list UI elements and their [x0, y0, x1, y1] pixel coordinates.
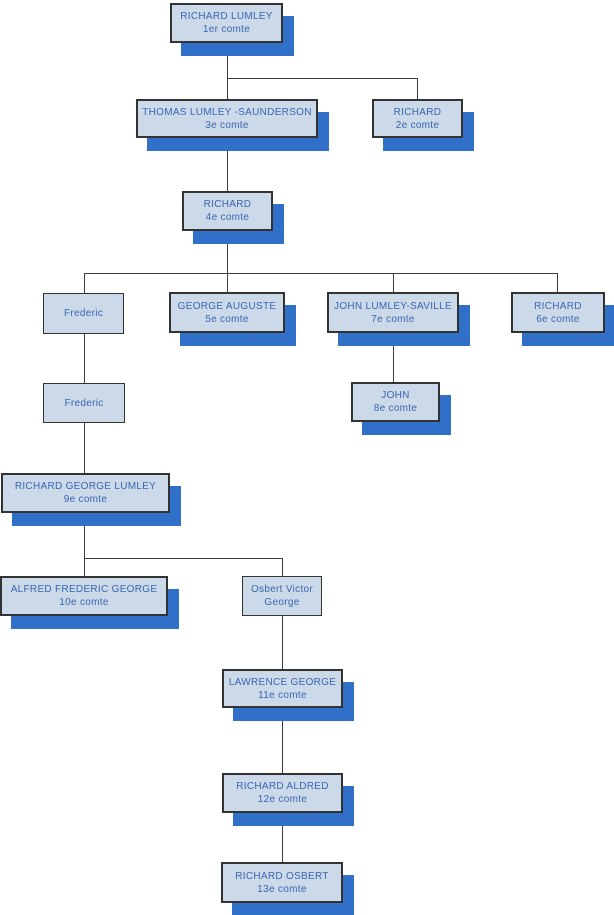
- node-richard-4e-comte[interactable]: RICHARD 4e comte: [182, 191, 273, 231]
- connector-line: [227, 273, 228, 292]
- node-name: GEORGE AUGUSTE: [177, 300, 277, 312]
- connector-line: [84, 558, 283, 559]
- node-name: RICHARD: [203, 199, 252, 210]
- connector-line: [557, 273, 558, 292]
- node-thomas-lumley-saunderson-3e-comte[interactable]: THOMAS LUMLEY -SAUNDERSON 3e comte: [136, 99, 318, 138]
- connector-line: [84, 273, 558, 274]
- node-name: THOMAS LUMLEY -SAUNDERSON: [142, 106, 312, 118]
- node-name: ALFRED FREDERIC GEORGE: [10, 584, 158, 595]
- connector-line: [227, 78, 228, 99]
- node-title: 7e comte: [371, 313, 415, 325]
- connector-line: [84, 423, 85, 473]
- node-title: 12e comte: [257, 794, 308, 805]
- connector-line: [282, 558, 283, 576]
- node-alfred-frederic-george-10e-comte[interactable]: ALFRED FREDERIC GEORGE 10e comte: [0, 576, 168, 616]
- node-title: 2e comte: [395, 119, 440, 131]
- node-richard-6e-comte[interactable]: RICHARD 6e comte: [511, 292, 605, 333]
- node-name: RICHARD GEORGE LUMLEY: [14, 481, 157, 492]
- node-name: JOHN LUMLEY-SAVILLE: [334, 300, 452, 312]
- node-name-line2: George: [264, 597, 300, 608]
- node-frederic-2[interactable]: Frederic: [43, 383, 125, 423]
- node-name: Frederic: [63, 308, 104, 319]
- connector-line: [227, 138, 228, 191]
- node-name: RICHARD: [534, 300, 582, 312]
- connector-line: [393, 273, 394, 292]
- connector-line: [84, 333, 85, 383]
- node-richard-aldred-12e-comte[interactable]: RICHARD ALDRED 12e comte: [222, 773, 343, 813]
- connector-line: [282, 708, 283, 773]
- node-john-8e-comte[interactable]: JOHN 8e comte: [351, 382, 440, 422]
- node-title: 9e comte: [63, 494, 108, 505]
- node-title: 4e comte: [205, 212, 250, 223]
- connector-line: [393, 333, 394, 382]
- connector-line: [282, 616, 283, 669]
- node-title: 11e comte: [258, 689, 307, 701]
- node-frederic-1[interactable]: Frederic: [43, 293, 124, 334]
- node-george-auguste-5e-comte[interactable]: GEORGE AUGUSTE 5e comte: [169, 292, 285, 333]
- node-name: Frederic: [64, 397, 104, 409]
- connector-line: [84, 513, 85, 558]
- node-title: 8e comte: [373, 403, 418, 414]
- connector-line: [84, 273, 85, 293]
- node-name: Osbert Victor: [250, 584, 314, 595]
- connector-line: [417, 78, 418, 99]
- node-name: RICHARD ALDRED: [236, 781, 329, 792]
- connector-line: [227, 43, 228, 78]
- node-richard-george-lumley-9e-comte[interactable]: RICHARD GEORGE LUMLEY 9e comte: [1, 473, 170, 513]
- node-title: 13e comte: [257, 883, 307, 895]
- node-john-lumley-saville-7e-comte[interactable]: JOHN LUMLEY-SAVILLE 7e comte: [327, 292, 459, 333]
- node-richard-osbert-13e-comte[interactable]: RICHARD OSBERT 13e comte: [221, 862, 343, 903]
- connector-line: [227, 231, 228, 273]
- node-richard-2e-comte[interactable]: RICHARD 2e comte: [372, 99, 463, 138]
- node-name: RICHARD: [393, 106, 442, 118]
- node-title: 3e comte: [205, 119, 249, 131]
- connector-line: [84, 558, 85, 576]
- connector-line: [282, 813, 283, 862]
- node-richard-lumley-1er-comte[interactable]: RICHARD LUMLEY 1er comte: [170, 3, 283, 43]
- node-title: 10e comte: [59, 597, 109, 608]
- connector-line: [227, 78, 418, 79]
- node-title: 5e comte: [205, 313, 249, 325]
- node-lawrence-george-11e-comte[interactable]: LAWRENCE GEORGE 11e comte: [222, 669, 343, 708]
- node-name: RICHARD LUMLEY: [180, 11, 273, 22]
- node-name: JOHN: [381, 390, 410, 401]
- node-title: 6e comte: [536, 313, 580, 325]
- node-osbert-victor-george[interactable]: Osbert Victor George: [242, 576, 322, 616]
- node-name: RICHARD OSBERT: [235, 870, 329, 882]
- node-name: LAWRENCE GEORGE: [228, 676, 337, 688]
- node-title: 1er comte: [202, 24, 251, 35]
